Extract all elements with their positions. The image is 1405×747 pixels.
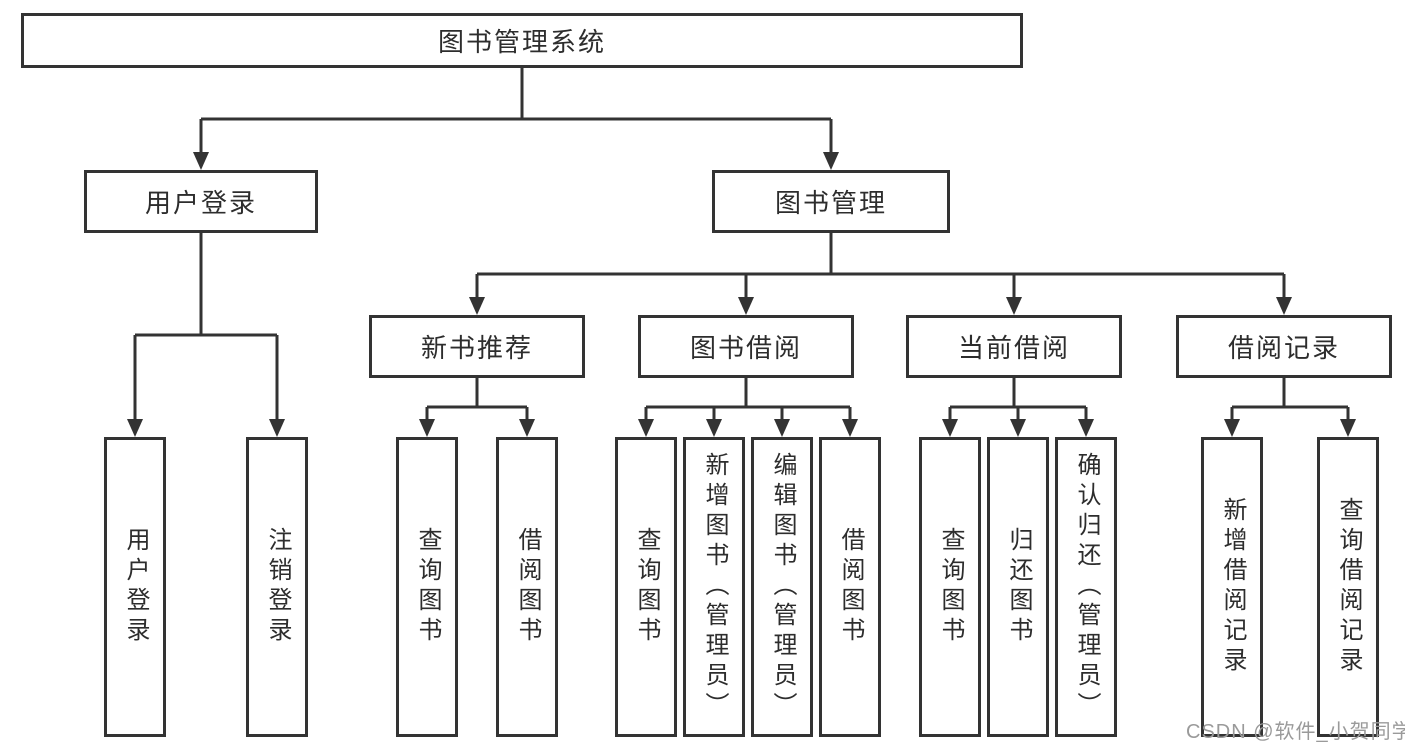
node-book-borrowing: 图书借阅 [638,315,854,378]
node-user-login: 用户登录 [84,170,318,233]
leaf-query-books-borrowing: 查询图书 [615,437,677,737]
leaf-add-book-admin: 新增图书（管理员） [683,437,745,737]
leaf-logout: 注销登录 [246,437,308,737]
node-book-management: 图书管理 [712,170,950,233]
leaf-borrow-books-recommend: 借阅图书 [496,437,558,737]
leaf-borrow-books-borrowing: 借阅图书 [819,437,881,737]
leaf-query-books-current: 查询图书 [919,437,981,737]
arrowhead-icons [127,152,1356,437]
leaf-query-books-recommend: 查询图书 [396,437,458,737]
leaf-edit-book-admin: 编辑图书（管理员） [751,437,813,737]
leaf-query-borrow-record: 查询借阅记录 [1317,437,1379,737]
node-new-book-recommend: 新书推荐 [369,315,585,378]
leaf-add-borrow-record: 新增借阅记录 [1201,437,1263,737]
node-borrowing-records: 借阅记录 [1176,315,1392,378]
node-library-system: 图书管理系统 [21,13,1023,68]
csdn-watermark: CSDN @软件_小贺同学 [1186,721,1405,743]
leaf-user-login: 用户登录 [104,437,166,737]
leaf-confirm-return-admin: 确认归还（管理员） [1055,437,1117,737]
node-current-borrowing: 当前借阅 [906,315,1122,378]
leaf-return-books: 归还图书 [987,437,1049,737]
